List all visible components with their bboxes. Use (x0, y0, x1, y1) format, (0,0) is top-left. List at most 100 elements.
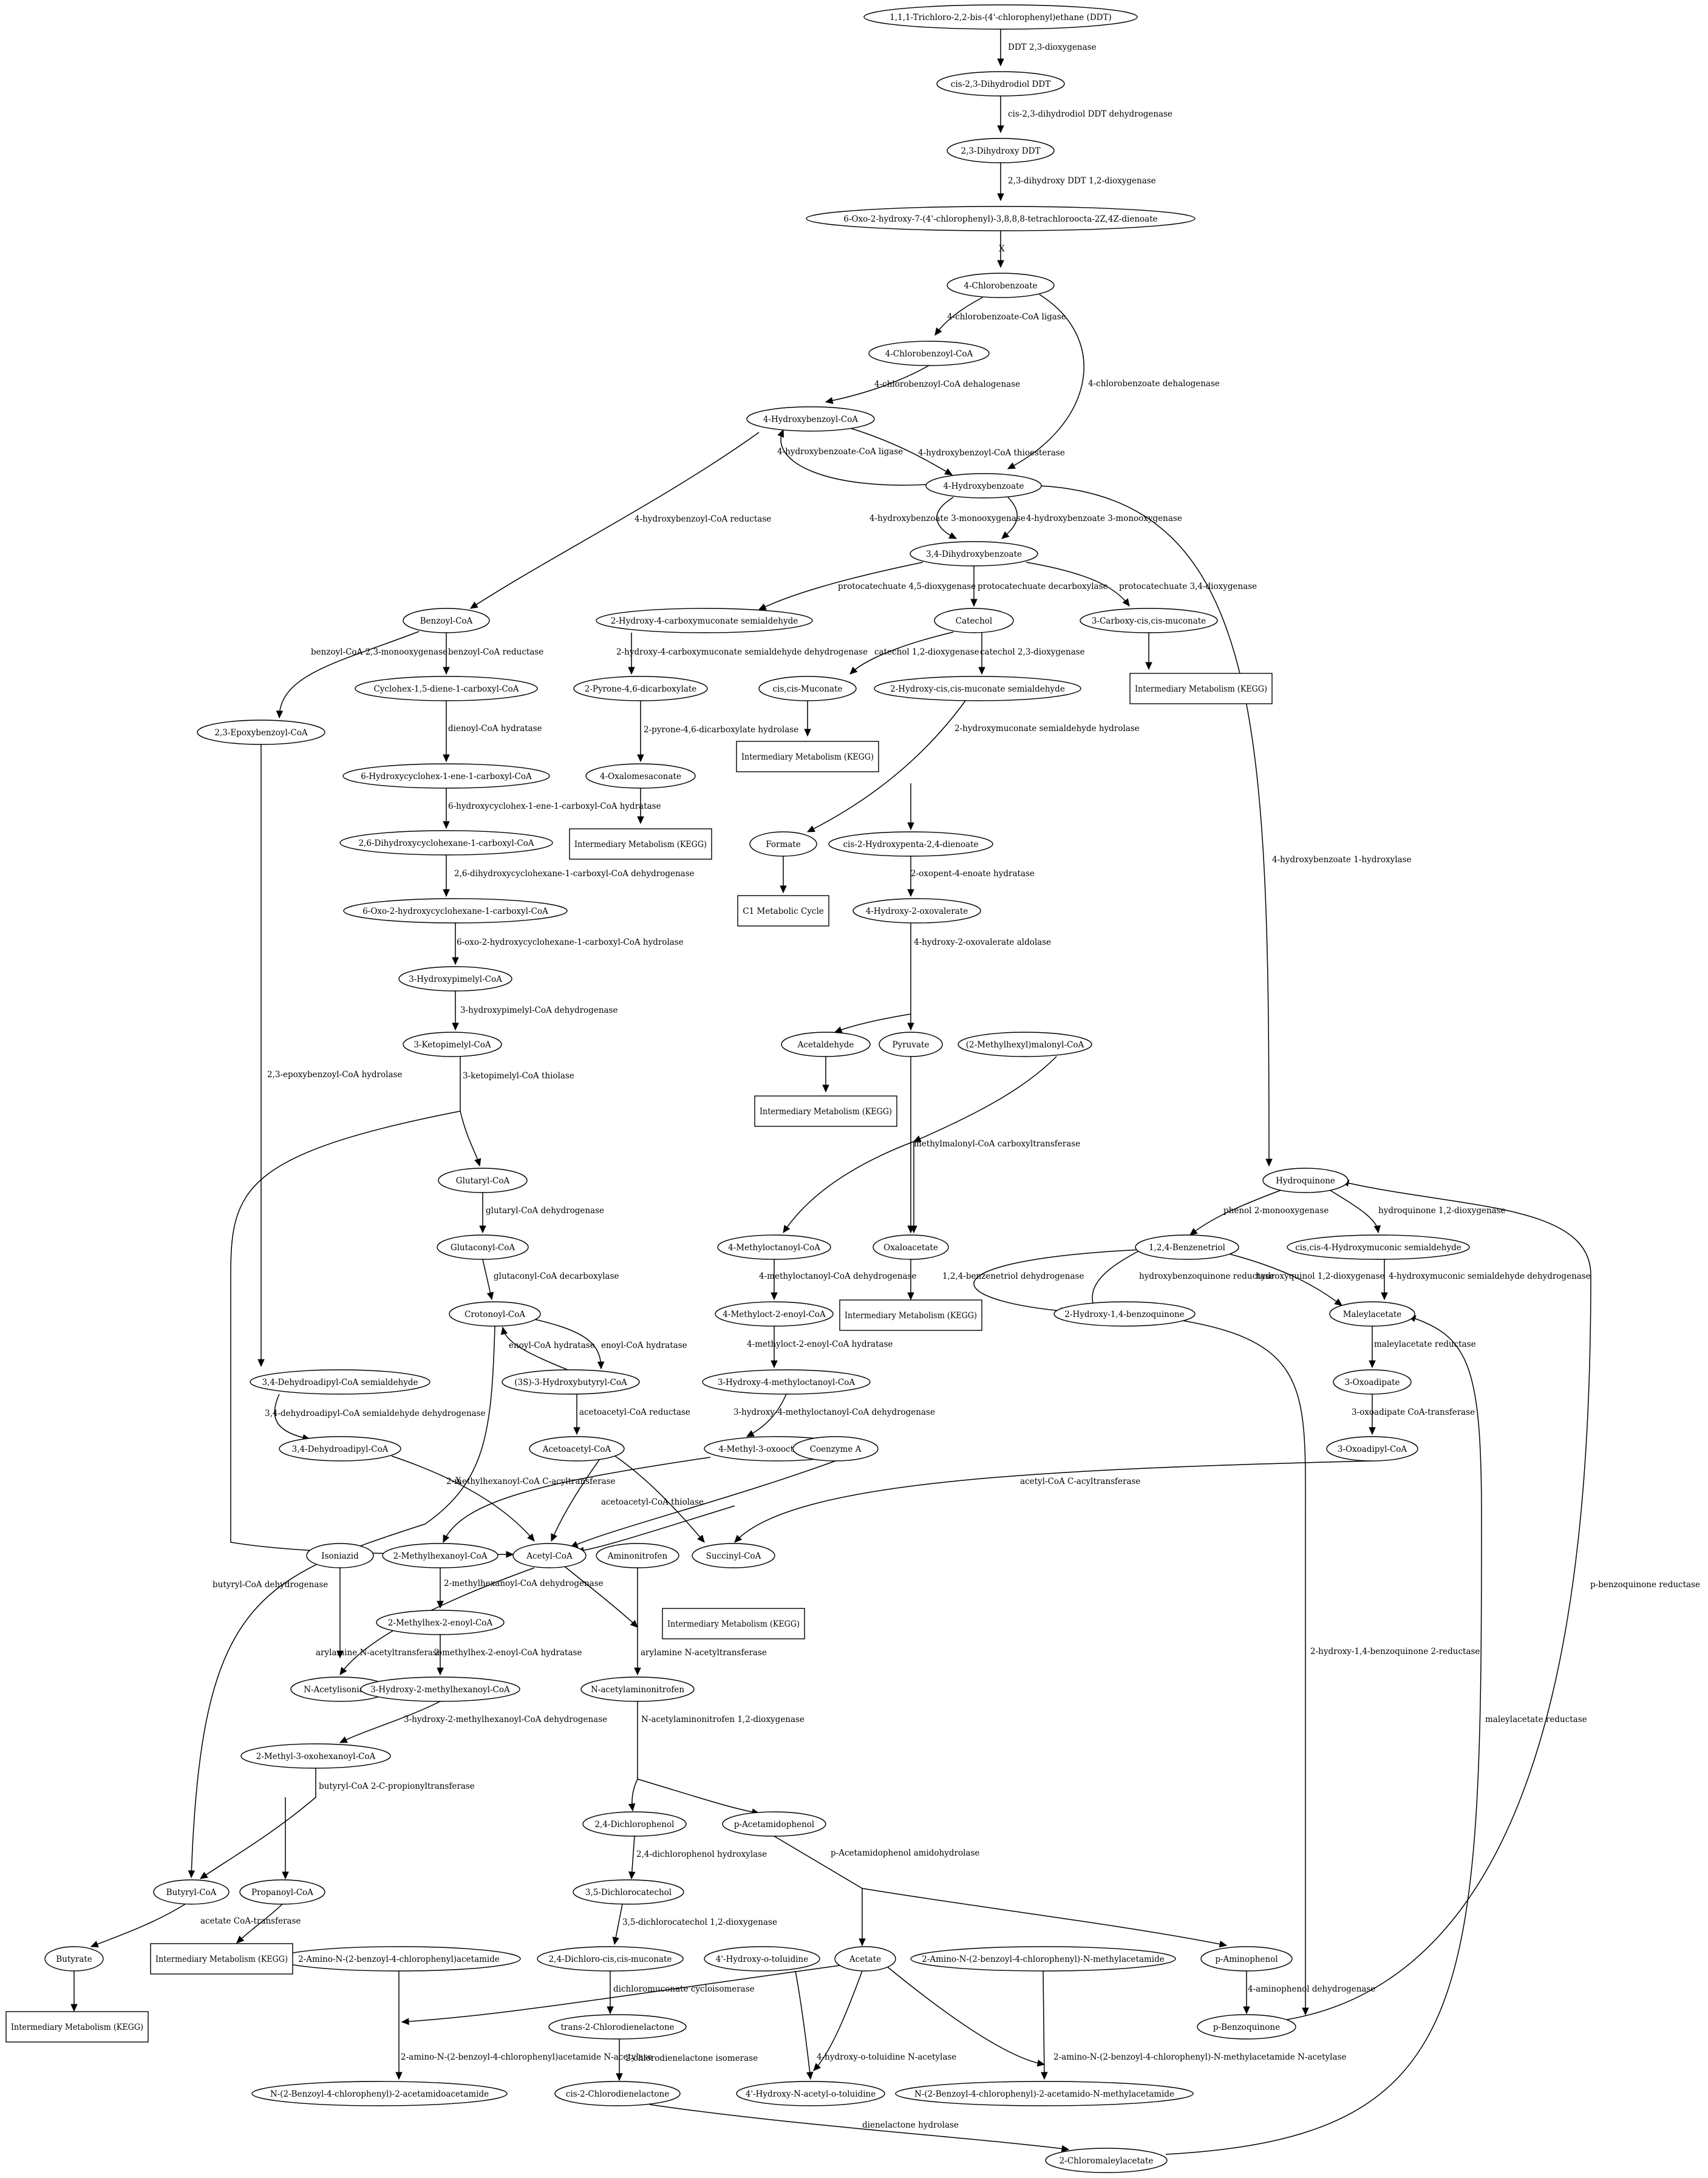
node-label: Acetaldehyde (797, 1040, 854, 1050)
node-acetaldehyde[interactable]: Acetaldehyde (781, 1032, 871, 1057)
arrowhead (469, 601, 478, 609)
node-label: Pyruvate (893, 1040, 930, 1050)
node-c1cycle[interactable]: C1 Metabolic Cycle (737, 895, 829, 927)
node-kegg1[interactable]: Intermediary Metabolism (KEGG) (1129, 673, 1273, 704)
node-oxoadipyl[interactable]: 3-Oxoadipyl-CoA (1326, 1436, 1418, 1462)
node-acetylcoa[interactable]: Acetyl-CoA (512, 1543, 587, 1568)
node-aminonitrofen[interactable]: Aminonitrofen (596, 1543, 679, 1568)
node-hcms[interactable]: 2-Hydroxy-4-carboxymuconate semialdehyde (596, 608, 813, 633)
node-hydroxymethylhexanoyl[interactable]: 3-Hydroxy-2-methylhexanoyl-CoA (360, 1676, 520, 1702)
node-benzoylacetamidomethyl[interactable]: N-(2-Benzoyl-4-chlorophenyl)-2-acetamido… (895, 2081, 1194, 2106)
node-hydroxypimelyl[interactable]: 3-Hydroxypimelyl-CoA (398, 966, 512, 992)
node-chlorobenzoate[interactable]: 4-Chlorobenzoate (947, 273, 1055, 298)
node-oxoadipate[interactable]: 3-Oxoadipate (1333, 1369, 1412, 1395)
node-methylhexanoyl[interactable]: 2-Methylhexanoyl-CoA (382, 1543, 498, 1568)
node-pyruvate[interactable]: Pyruvate (879, 1032, 943, 1057)
node-carboxymuconate[interactable]: 3-Carboxy-cis,cis-muconate (1080, 608, 1218, 633)
node-maleylacetate[interactable]: Maleylacetate (1329, 1301, 1415, 1327)
node-isoniazid[interactable]: Isoniazid (306, 1543, 374, 1568)
node-methylhexenoyl[interactable]: 2-Methylhex-2-enoyl-CoA (376, 1610, 505, 1635)
node-pyronedicarb[interactable]: 2-Pyrone-4,6-dicarboxylate (573, 676, 708, 701)
node-dihydroxyddt[interactable]: 2,3-Dihydroxy DDT (947, 138, 1055, 163)
edge-label: 2-hydroxymuconate semialdehyde hydrolase (954, 724, 1140, 733)
node-hydroxybenzoate[interactable]: 4-Hydroxybenzoate (925, 473, 1042, 499)
node-hydroxytoluidine[interactable]: 4'-Hydroxy-o-toluidine (704, 1946, 820, 1972)
node-hydroxybutyryl[interactable]: (3S)-3-Hydroxybutyryl-CoA (502, 1369, 640, 1395)
node-aminophenol[interactable]: p-Aminophenol (1200, 1946, 1293, 1972)
node-ddt[interactable]: 1,1,1-Trichloro-2,2-bis-(4'-chlorophenyl… (863, 4, 1138, 30)
node-crotonoyl[interactable]: Crotonoyl-CoA (449, 1301, 541, 1327)
node-dihydrodiol[interactable]: cis-2,3-Dihydrodiol DDT (936, 71, 1065, 97)
node-kegg3[interactable]: Intermediary Metabolism (KEGG) (569, 828, 712, 860)
node-dichlorophenol[interactable]: 2,4-Dichlorophenol (582, 1811, 687, 1837)
node-kegg8[interactable]: Intermediary Metabolism (KEGG) (150, 1943, 293, 1975)
node-ellipse (240, 1743, 391, 1769)
node-succinyl[interactable]: Succinyl-CoA (692, 1543, 775, 1568)
node-butyrate[interactable]: Butyrate (44, 1946, 104, 1972)
node-aminobenzoylacetamide[interactable]: 2-Amino-N-(2-benzoyl-4-chlorophenyl)acet… (277, 1946, 521, 1972)
node-label: Butyryl-CoA (166, 1888, 217, 1897)
node-benzenetriol[interactable]: 1,2,4-Benzenetriol (1135, 1234, 1239, 1260)
node-methylhexylmalonyl[interactable]: (2-Methylhexyl)malonyl-CoA (958, 1032, 1092, 1057)
node-dehydroadipylsemi[interactable]: 3,4-Dehydroadipyl-CoA semialdehyde (250, 1369, 430, 1395)
node-cyclohexdiene[interactable]: Cyclohex-1,5-diene-1-carboxyl-CoA (355, 676, 538, 701)
node-hydroxycyclohexene[interactable]: 6-Hydroxycyclohex-1-ene-1-carboxyl-CoA (342, 763, 550, 789)
arrowhead (934, 327, 942, 336)
node-acetoacetyl[interactable]: Acetoacetyl-CoA (529, 1436, 625, 1462)
node-hydroxyoxovalerate[interactable]: 4-Hydroxy-2-oxovalerate (852, 898, 981, 924)
node-butyryl[interactable]: Butyryl-CoA (153, 1879, 230, 1905)
node-kegg7[interactable]: Intermediary Metabolism (KEGG) (5, 2011, 149, 2043)
node-oxohydroxycyclohexane[interactable]: 6-Oxo-2-hydroxycyclohexane-1-carboxyl-Co… (343, 898, 568, 924)
node-oxohydroxy[interactable]: 6-Oxo-2-hydroxy-7-(4'-chlorophenyl)-3,8,… (806, 206, 1196, 231)
node-dihydroxycyclohexane[interactable]: 2,6-Dihydroxycyclohexane-1-carboxyl-CoA (339, 830, 553, 856)
node-hydroxybenzoquinone[interactable]: 2-Hydroxy-1,4-benzoquinone (1053, 1301, 1196, 1327)
node-dichlorocatechol[interactable]: 3,5-Dichlorocatechol (573, 1879, 684, 1905)
node-kegg6[interactable]: Intermediary Metabolism (KEGG) (662, 1608, 805, 1639)
node-propanoyl[interactable]: Propanoyl-CoA (239, 1879, 325, 1905)
node-kegg2[interactable]: Intermediary Metabolism (KEGG) (736, 741, 879, 772)
node-ketopimelyl[interactable]: 3-Ketopimelyl-CoA (403, 1032, 502, 1057)
node-acetylisoniazid[interactable]: N-Acetylisoniazid (290, 1676, 390, 1702)
node-glutarylcoa[interactable]: Glutaryl-CoA (438, 1168, 528, 1193)
node-cischlorodienelactone[interactable]: cis-2-Chlorodienelactone (554, 2081, 681, 2106)
node-hydroxypentadienoate[interactable]: cis-2-Hydroxypenta-2,4-dienoate (828, 831, 993, 857)
node-chlorobenzoylcoa[interactable]: 4-Chlorobenzoyl-CoA (868, 341, 990, 366)
node-methyloctenoyl[interactable]: 4-Methyloct-2-enoyl-CoA (715, 1301, 834, 1327)
node-ellipse (382, 1543, 498, 1568)
node-benzoylacetamidoacetamide[interactable]: N-(2-Benzoyl-4-chlorophenyl)-2-acetamido… (251, 2081, 508, 2106)
edge-label: arylamine N-acetyltransferase (641, 1648, 767, 1658)
node-label: 2-Hydroxy-1,4-benzoquinone (1064, 1310, 1184, 1319)
node-dihydroxybenzoate[interactable]: 3,4-Dihydroxybenzoate (910, 541, 1038, 567)
node-oxalomesaconate[interactable]: 4-Oxalomesaconate (585, 763, 696, 789)
node-acetamidophenol[interactable]: p-Acetamidophenol (722, 1811, 826, 1837)
node-muconate[interactable]: cis,cis-Muconate (758, 676, 857, 701)
node-acetylaminonitrofen[interactable]: N-acetylaminonitrofen (580, 1676, 695, 1702)
node-formate[interactable]: Formate (749, 831, 817, 857)
node-glutaconyl[interactable]: Glutaconyl-CoA (437, 1234, 529, 1260)
node-methyloctanoyl[interactable]: 4-Methyloctanoyl-CoA (717, 1234, 831, 1260)
node-kegg4[interactable]: Intermediary Metabolism (KEGG) (754, 1095, 897, 1127)
node-dichloromuconate[interactable]: 2,4-Dichloro-cis,cis-muconate (537, 1946, 684, 1972)
node-aminomethylacetamide[interactable]: 2-Amino-N-(2-benzoyl-4-chlorophenyl)-N-m… (910, 1946, 1176, 1972)
node-methyloxohexanoyl[interactable]: 2-Methyl-3-oxohexanoyl-CoA (240, 1743, 391, 1769)
node-acetate[interactable]: Acetate (834, 1946, 896, 1972)
node-benzoylcoa[interactable]: Benzoyl-CoA (403, 608, 490, 633)
node-hydroxymethyloctanoyl[interactable]: 3-Hydroxy-4-methyloctanoyl-CoA (702, 1369, 871, 1395)
edge-label: 6-oxo-2-hydroxycyclohexane-1-carboxyl-Co… (457, 938, 684, 947)
node-label: 4-Chlorobenzoyl-CoA (885, 349, 973, 359)
node-hydroquinone[interactable]: Hydroquinone (1262, 1168, 1349, 1193)
node-hydroxyacetyltoluidine[interactable]: 4'-Hydroxy-N-acetyl-o-toluidine (736, 2081, 885, 2106)
node-hms[interactable]: 2-Hydroxy-cis,cis-muconate semialdehyde (874, 676, 1081, 701)
node-coenzymea[interactable]: Coenzyme A (792, 1436, 879, 1462)
edge-label: DDT 2,3-dioxygenase (1008, 43, 1097, 52)
node-transchlorodienelactone[interactable]: trans-2-Chlorodienelactone (548, 2014, 687, 2040)
node-oxaloacetate[interactable]: Oxaloacetate (873, 1234, 949, 1260)
node-dehydroadipyl[interactable]: 3,4-Dehydroadipyl-CoA (279, 1436, 401, 1462)
node-hydroxybenzoylcoa[interactable]: 4-Hydroxybenzoyl-CoA (746, 406, 875, 432)
node-hmsemialdehyde[interactable]: cis,cis-4-Hydroxymuconic semialdehyde (1287, 1234, 1470, 1260)
node-catechol[interactable]: Catechol (934, 608, 1014, 633)
node-epoxybenzoyl[interactable]: 2,3-Epoxybenzoyl-CoA (197, 720, 325, 745)
node-kegg5[interactable]: Intermediary Metabolism (KEGG) (839, 1299, 982, 1331)
node-benzoquinone[interactable]: p-Benzoquinone (1197, 2014, 1296, 2040)
node-chloromaleylacetate[interactable]: 2-Chloromaleylacetate (1045, 2148, 1168, 2173)
